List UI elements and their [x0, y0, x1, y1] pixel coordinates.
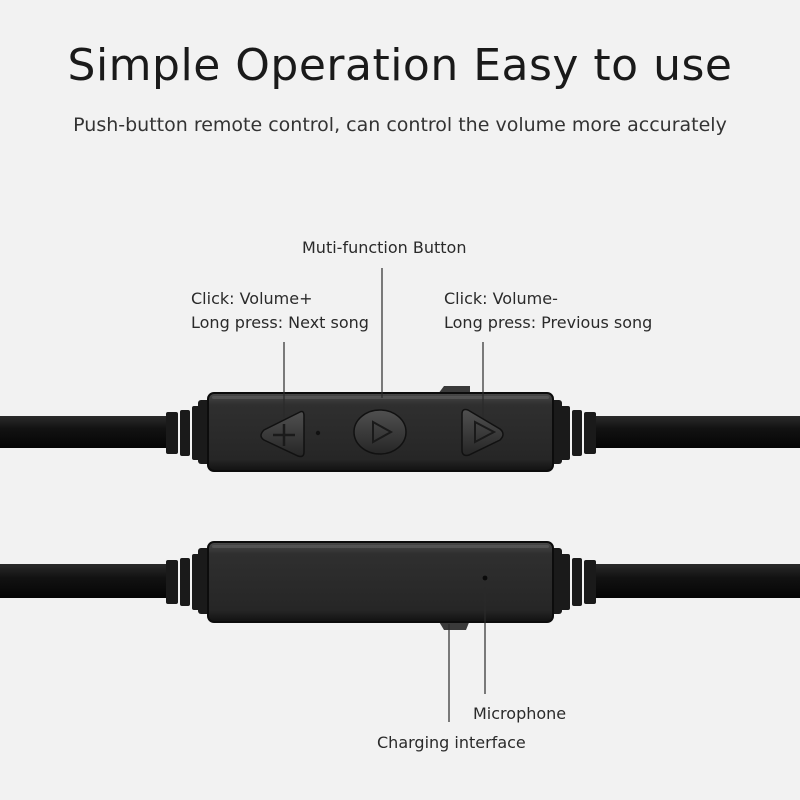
- volume-down-label-click: Click: Volume-: [444, 289, 558, 308]
- strain-relief-right-bottom: [548, 548, 596, 614]
- strain-relief-left-bottom: [166, 548, 212, 614]
- page-subtitle: Push-button remote control, can control …: [73, 114, 727, 136]
- cable-left-top: [0, 416, 176, 448]
- microphone-hole-front: [315, 430, 321, 436]
- plus-icon: [273, 424, 295, 446]
- play-icon: [474, 420, 497, 444]
- cable-left-bottom: [0, 564, 176, 598]
- strain-relief-right-top: [548, 400, 596, 464]
- remote-back: [0, 541, 800, 630]
- microphone-hole-back: [482, 575, 488, 581]
- volume-down-label-long: Long press: Previous song: [444, 313, 653, 332]
- volume-up-button[interactable]: [260, 410, 305, 458]
- volume-down-button[interactable]: [461, 408, 504, 457]
- cable-right-top: [592, 416, 800, 448]
- remote-front: [0, 386, 800, 472]
- volume-up-label-long: Long press: Next song: [191, 313, 369, 332]
- microphone-label: Microphone: [473, 704, 567, 723]
- page-title: Simple Operation Easy to use: [67, 40, 733, 91]
- multifunction-button[interactable]: [353, 409, 407, 455]
- strain-relief-left-top: [166, 400, 212, 464]
- remote-body-back: [207, 541, 554, 623]
- volume-up-label-click: Click: Volume+: [191, 289, 313, 308]
- charging-interface-label: Charging interface: [377, 733, 526, 752]
- multifunction-label: Muti-function Button: [302, 238, 467, 257]
- play-icon: [372, 420, 394, 444]
- cable-right-bottom: [592, 564, 800, 598]
